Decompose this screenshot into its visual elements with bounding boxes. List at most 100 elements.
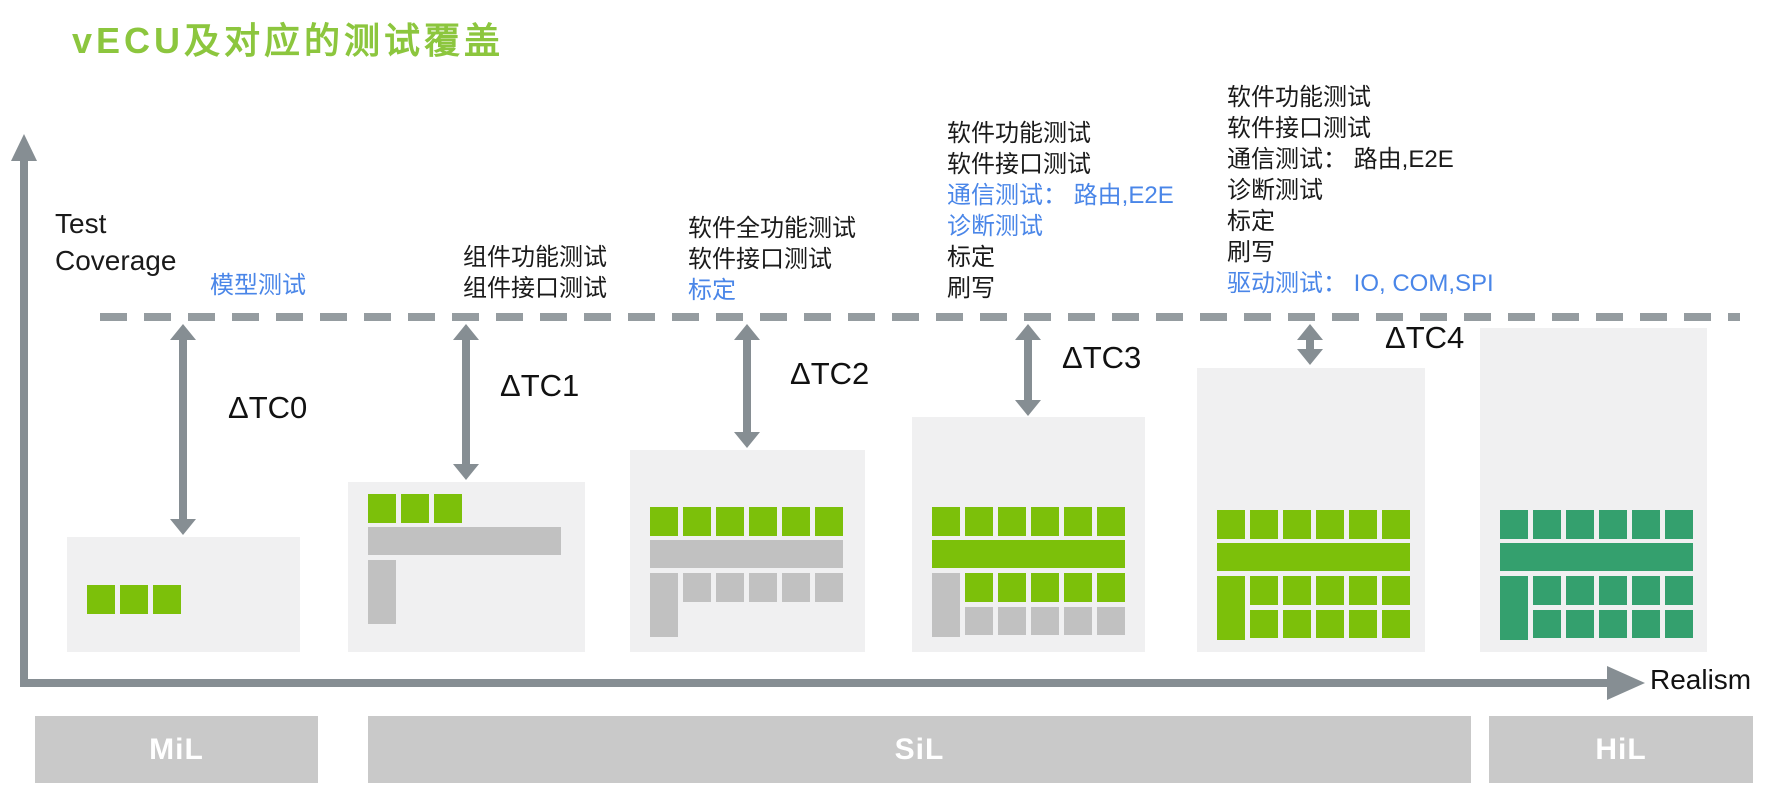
brick-row	[1500, 543, 1693, 571]
brick-row	[368, 527, 561, 555]
brick-square	[815, 573, 843, 602]
brick-row	[932, 573, 1125, 637]
test-item-label: 组件功能测试	[463, 244, 607, 271]
brick-square	[1665, 610, 1693, 638]
test-item-label: 刷写	[1227, 239, 1275, 266]
test-item-label: 软件接口测试	[947, 151, 1091, 178]
delta-arrow-tc4	[1297, 324, 1323, 365]
brick-square	[1250, 510, 1278, 539]
arrow-shaft	[179, 337, 187, 522]
brick-square	[998, 573, 1026, 602]
brick-square	[1533, 510, 1561, 539]
brick-bar	[1500, 543, 1693, 571]
brick-square	[650, 507, 678, 536]
brick-bar	[1217, 543, 1410, 571]
brick-square	[434, 494, 462, 523]
stage-bar-label: HiL	[1595, 732, 1647, 766]
brick-square	[1349, 510, 1377, 539]
brick-square	[683, 507, 711, 536]
brick-square	[1097, 607, 1125, 635]
x-axis-label: Realism	[1650, 664, 1752, 695]
brick-square	[782, 573, 810, 602]
brick-square	[1031, 573, 1059, 602]
vecu-box-content	[1217, 510, 1410, 640]
arrow-up-icon	[170, 324, 196, 340]
delta-arrow-tc3	[1015, 324, 1041, 416]
brick-square	[87, 585, 115, 614]
brick-row	[1217, 543, 1410, 571]
arrow-down-icon	[170, 519, 196, 535]
brick-square	[1097, 573, 1125, 602]
brick-row	[932, 507, 1125, 536]
brick-square	[1097, 507, 1125, 536]
stage-bar-hil: HiL	[1489, 716, 1753, 783]
brick-bar	[932, 540, 1125, 568]
test-item-label: 通信测试： 路由,E2E	[1227, 146, 1454, 173]
arrow-shaft	[462, 337, 470, 467]
brick-square	[1632, 576, 1660, 605]
test-item-label: 模型测试	[210, 272, 306, 299]
x-axis-arrow-icon	[1607, 666, 1645, 700]
brick-square	[1349, 576, 1377, 605]
test-item-label: 诊断测试	[947, 213, 1043, 240]
arrow-down-icon	[734, 432, 760, 448]
brick-bar	[368, 527, 561, 555]
brick-row	[650, 573, 843, 637]
brick-tall	[1500, 576, 1528, 640]
test-item-label: 驱动测试： IO, COM,SPI	[1227, 270, 1494, 297]
stage-bar-sil: SiL	[368, 716, 1471, 783]
brick-square	[1382, 576, 1410, 605]
brick-square	[749, 507, 777, 536]
brick-row	[650, 540, 843, 568]
test-item-label: 诊断测试	[1227, 177, 1323, 204]
y-axis-arrow-icon	[11, 134, 37, 161]
brick-bar	[650, 540, 843, 568]
test-item-label: 软件接口测试	[688, 246, 832, 273]
brick-square	[1283, 576, 1311, 605]
brick-square	[1031, 607, 1059, 635]
brick-square	[1349, 610, 1377, 638]
vecu-box-tc1	[348, 482, 585, 652]
brick-square	[1665, 510, 1693, 539]
vecu-box-tc4	[1197, 368, 1425, 652]
brick-square	[1250, 576, 1278, 605]
brick-row	[368, 560, 561, 624]
delta-tc0-label: ΔTC0	[228, 390, 308, 425]
vecu-box-tc2	[630, 450, 865, 652]
brick-square	[1500, 510, 1528, 539]
test-labels-mil: 模型测试	[210, 270, 306, 301]
test-item-label: 软件功能测试	[947, 120, 1091, 147]
brick-square	[1064, 507, 1092, 536]
brick-square	[1316, 610, 1344, 638]
brick-square	[401, 494, 429, 523]
vecu-box-content	[650, 507, 843, 637]
stage-bar-label: MiL	[149, 732, 204, 766]
brick-square	[998, 507, 1026, 536]
test-item-label: 标定	[1227, 208, 1275, 235]
brick-square	[1566, 510, 1594, 539]
brick-square	[1316, 510, 1344, 539]
coverage-dashed-line	[100, 313, 1740, 321]
test-item-label: 软件接口测试	[1227, 115, 1371, 142]
brick-square	[1250, 610, 1278, 638]
arrow-up-icon	[1015, 324, 1041, 340]
brick-square	[153, 585, 181, 614]
brick-square	[368, 494, 396, 523]
brick-row	[650, 507, 843, 536]
vecu-box-content	[932, 507, 1125, 637]
brick-square	[815, 507, 843, 536]
brick-row	[1217, 510, 1410, 539]
brick-square	[1217, 510, 1245, 539]
brick-row	[965, 607, 1125, 635]
brick-square	[965, 573, 993, 602]
arrow-up-icon	[1297, 324, 1323, 340]
brick-tall	[1217, 576, 1245, 640]
vecu-box-mil	[67, 537, 300, 652]
test-item-label: 标定	[947, 244, 995, 271]
brick-square	[1566, 576, 1594, 605]
vecu-box-hil	[1480, 328, 1707, 652]
brick-row	[1533, 610, 1693, 638]
arrow-shaft	[1024, 337, 1032, 403]
